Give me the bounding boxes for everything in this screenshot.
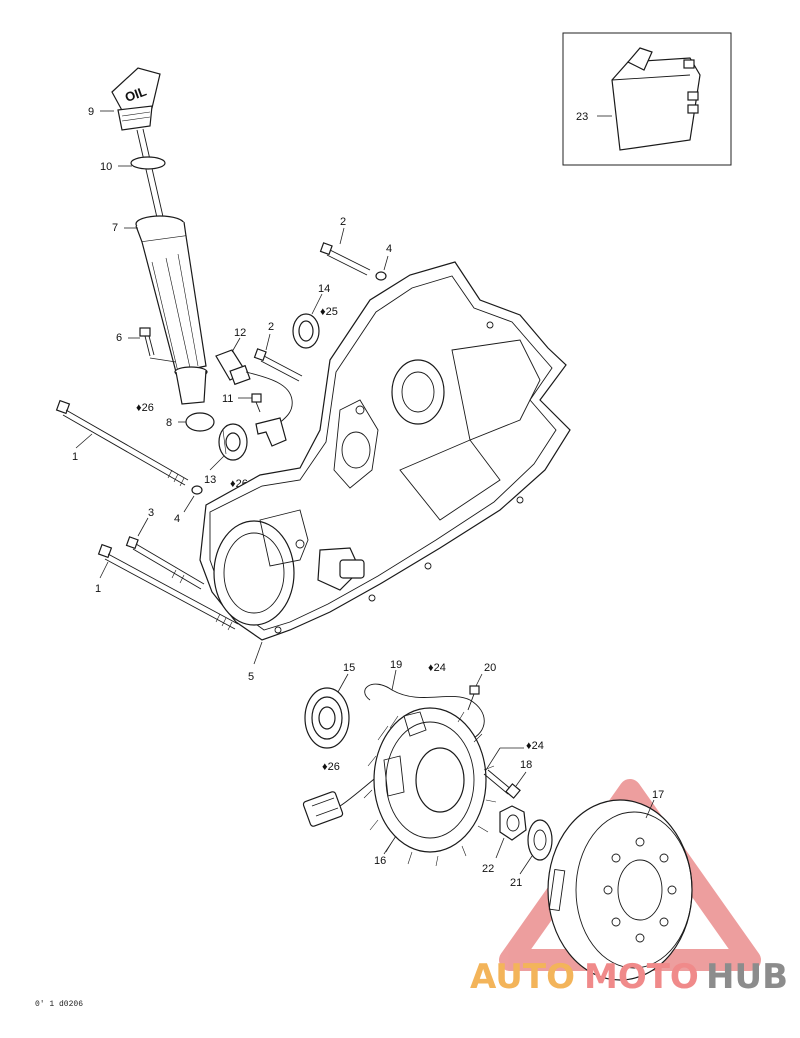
callout-24-right: ♦24	[526, 740, 544, 752]
o-ring-part-10	[130, 156, 166, 170]
callout-16: 16	[374, 855, 386, 867]
svg-text:AUTO: AUTO	[470, 957, 575, 997]
bolt-part-2-lower	[253, 348, 303, 382]
sensor-bracket	[255, 417, 287, 447]
callout-26-bottom: ♦26	[322, 761, 340, 773]
svg-text:MOTO: MOTO	[584, 957, 699, 997]
callout-14: 14	[318, 283, 330, 295]
washer-part-21	[527, 819, 553, 861]
long-bolt-part-1-lower	[97, 543, 239, 631]
callout-15: 15	[343, 662, 355, 674]
watermark-text: AUTO MOTO HUB	[470, 957, 788, 997]
screw-part-20	[467, 685, 480, 711]
bearing-part-15	[304, 687, 350, 749]
washer-part-4-upper	[375, 271, 387, 281]
nut-part-22	[499, 805, 527, 841]
callout-25: ♦25	[320, 306, 338, 318]
callout-17: 17	[652, 789, 664, 801]
stator-part-16	[363, 707, 497, 867]
stator-connector	[302, 791, 344, 827]
callout-20: 20	[484, 662, 496, 674]
callout-11: 11	[222, 393, 233, 405]
callout-5: 5	[248, 671, 254, 683]
callout-2-lower: 2	[268, 321, 274, 333]
control-module-part	[611, 47, 701, 151]
bolt-part-3	[125, 536, 205, 590]
callout-12: 12	[234, 327, 246, 339]
callout-18: 18	[520, 759, 532, 771]
washer-part-4-lower	[191, 485, 203, 495]
callout-7: 7	[112, 222, 118, 234]
callout-4-lower: 4	[174, 513, 180, 525]
callout-1-lower: 1	[95, 583, 101, 595]
callout-23: 23	[576, 111, 588, 123]
oil-seal-part-14	[292, 313, 320, 349]
drawing-code: 0' 1 d0206	[35, 1000, 83, 1009]
callout-21: 21	[510, 877, 522, 889]
callout-3: 3	[148, 507, 154, 519]
oil-cap-text: OIL	[123, 83, 149, 105]
callout-19: 19	[390, 659, 402, 671]
o-ring-part-8	[185, 412, 215, 432]
callout-8: 8	[166, 417, 172, 429]
rotor-part-17	[547, 799, 693, 981]
inset-box-part-23: 23	[562, 32, 732, 166]
callout-1-upper: 1	[72, 451, 78, 463]
callout-2-upper: 2	[340, 216, 346, 228]
svg-text:HUB: HUB	[706, 957, 788, 997]
callout-9: 9	[88, 106, 94, 118]
oil-tube-part-7	[135, 215, 208, 405]
crankcase-part-5	[199, 261, 571, 641]
callout-26-top: ♦26	[136, 402, 154, 414]
oil-cap-part: OIL	[111, 67, 161, 131]
long-bolt-part-1-upper	[55, 399, 189, 487]
screw-part-18	[483, 769, 521, 799]
bolt-part-6	[139, 327, 155, 357]
callout-10: 10	[100, 161, 112, 173]
dipstick-rod	[136, 128, 165, 223]
callout-6: 6	[116, 332, 122, 344]
bolt-part-2-upper	[319, 242, 371, 276]
callout-13: 13	[204, 474, 216, 486]
screw-part-11	[251, 393, 262, 413]
bearing-part-13	[218, 423, 248, 461]
callout-24-top: ♦24	[428, 662, 446, 674]
callout-22: 22	[482, 863, 494, 875]
callout-4-upper: 4	[386, 243, 392, 255]
sensor-part-12	[215, 349, 293, 427]
